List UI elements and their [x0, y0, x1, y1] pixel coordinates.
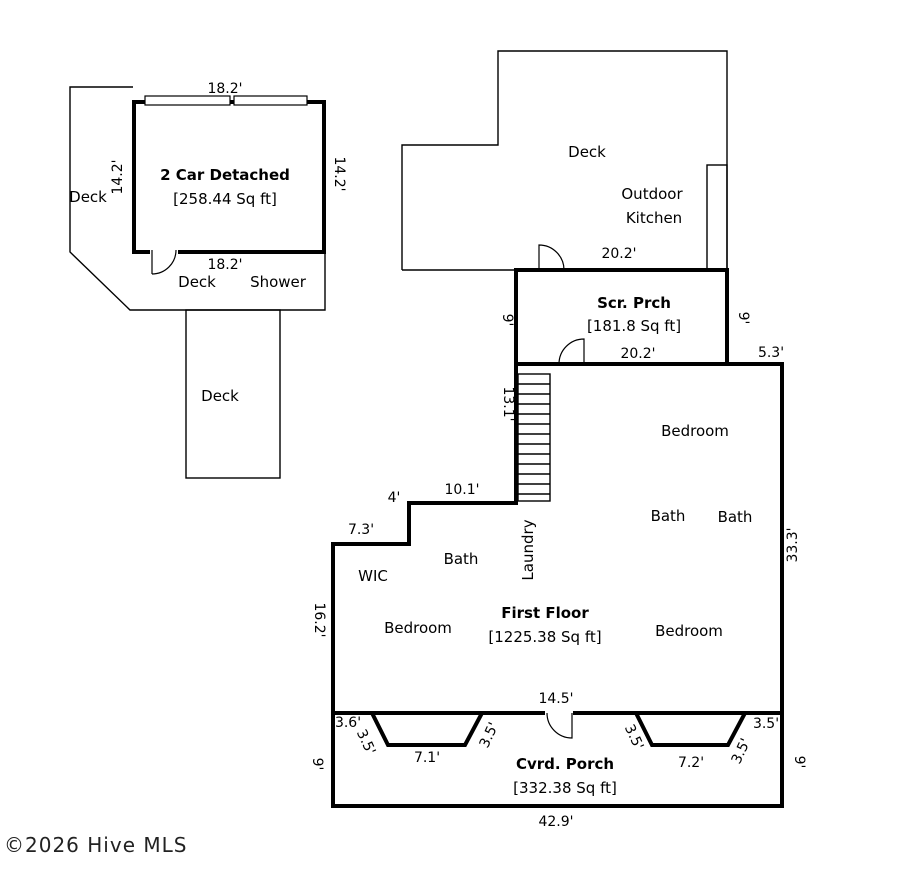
covered-porch-walls: [331, 711, 784, 808]
porch-area: [332.38 Sq ft]: [513, 779, 617, 797]
garage-dim-bottom: 18.2': [207, 257, 242, 273]
garage-dim-right: 14.2': [331, 156, 347, 191]
porch-dim-bottom: 42.9': [538, 814, 573, 830]
outdoor-kitchen-label-1: Outdoor: [621, 185, 683, 203]
garage-title: 2 Car Detached: [160, 166, 290, 184]
screened-porch-title: Scr. Prch: [597, 294, 671, 312]
rear-deck-label: Deck: [568, 143, 606, 161]
garage-area: [258.44 Sq ft]: [173, 190, 277, 208]
first-floor-dim-right: 33.3': [785, 527, 801, 562]
covered-porch-group: [331, 709, 784, 808]
garage-front-deck-label: Deck: [178, 273, 216, 291]
garage-lower-deck-label: Deck: [201, 387, 239, 405]
room-bedroom-ne: Bedroom: [661, 422, 729, 440]
first-floor-area: [1225.38 Sq ft]: [488, 628, 601, 646]
staircase: [517, 373, 551, 502]
porch-dim-top-center: 14.5': [538, 691, 573, 707]
porch-dim-left-corner: 3.6': [335, 715, 361, 731]
garage-dim-top: 18.2': [207, 81, 242, 97]
porch-dim-mid-left-diag: 3.5': [477, 720, 503, 750]
garage-lower-deck-outline: [185, 309, 281, 479]
first-floor-dim-step-left: 7.3': [348, 522, 374, 538]
porch-title: Cvrd. Porch: [516, 755, 614, 773]
porch-dim-right-corner: 3.5': [753, 716, 779, 732]
rear-deck-outline: [401, 50, 728, 271]
garage-side-deck-outline: [69, 86, 326, 311]
outdoor-kitchen-counter: [706, 164, 728, 271]
porch-dim-right-side: 9': [791, 756, 807, 769]
rear-deck-dim-bottom: 20.2': [601, 246, 636, 262]
screened-porch-dim-left: 9': [499, 314, 515, 327]
first-floor-dim-step-side: 4': [388, 490, 401, 506]
first-floor-group: [331, 362, 784, 715]
screened-porch-door-icon: [558, 338, 585, 365]
room-wic: WIC: [358, 567, 388, 585]
porch-dim-left-side: 9': [309, 758, 325, 771]
first-floor-dim-stair: 13.1': [500, 386, 516, 421]
porch-dim-left-diag: 3.5': [353, 727, 379, 757]
first-floor-walls: [331, 362, 784, 715]
screened-porch-dim-bottom: 20.2': [620, 346, 655, 362]
front-door-icon: [546, 712, 573, 739]
rear-deck-group: [401, 50, 728, 274]
garage-group: [69, 86, 326, 479]
outdoor-kitchen-label-2: Kitchen: [626, 209, 682, 227]
garage-dim-left: 14.2': [110, 159, 126, 194]
room-bedroom-w: Bedroom: [384, 619, 452, 637]
first-floor-dim-top-right: 5.3': [758, 345, 784, 361]
rear-deck-door-icon: [538, 244, 565, 271]
first-floor-dim-left: 16.2': [311, 602, 327, 637]
garage-side-deck-label: Deck: [69, 188, 107, 206]
porch-dim-left-bottom: 7.1': [414, 750, 440, 766]
garage-door-left: [144, 95, 231, 106]
copyright-notice: ©2026 Hive MLS: [4, 833, 188, 857]
garage-door-right: [233, 95, 308, 106]
shower-label: Shower: [250, 273, 307, 291]
porch-dim-right-bottom: 7.2': [678, 755, 704, 771]
room-laundry: Laundry: [519, 519, 537, 580]
screened-porch-dim-right: 9': [735, 312, 751, 325]
room-bath-1: Bath: [651, 507, 686, 525]
room-bedroom-se: Bedroom: [655, 622, 723, 640]
screened-porch-area: [181.8 Sq ft]: [587, 317, 681, 335]
first-floor-dim-step-top: 10.1': [444, 482, 479, 498]
garage-entry-door-icon: [151, 249, 177, 275]
first-floor-title: First Floor: [501, 604, 589, 622]
room-bath-2: Bath: [718, 508, 753, 526]
room-bath-3: Bath: [444, 550, 479, 568]
